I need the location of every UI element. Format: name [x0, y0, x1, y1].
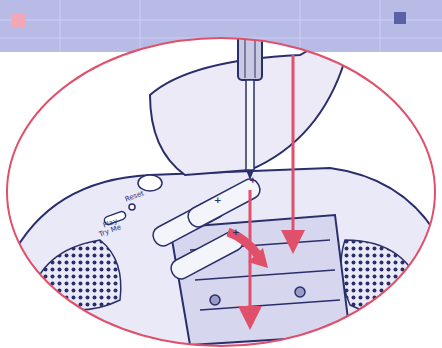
polarity-mark: + [249, 176, 257, 185]
polarity-mark: + [232, 228, 240, 237]
polarity-mark: + [214, 196, 222, 205]
frame-circle [7, 38, 435, 346]
